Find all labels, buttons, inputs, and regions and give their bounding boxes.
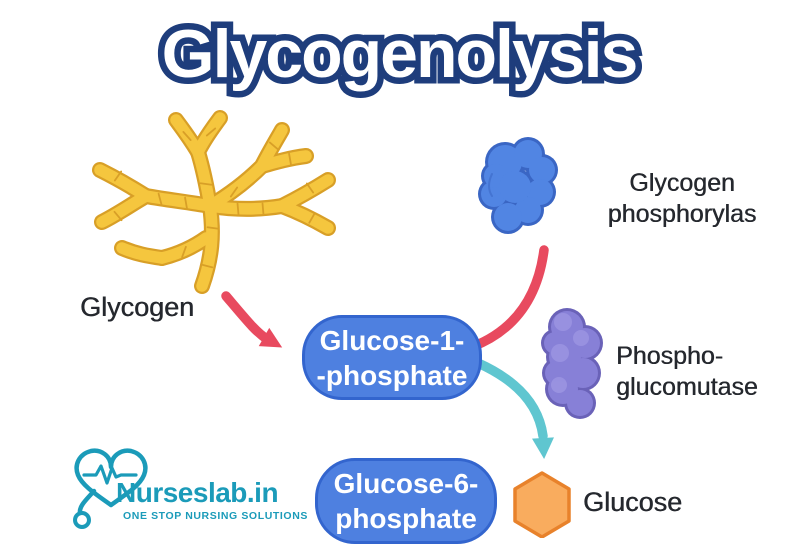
arrow-glycogen-to-g1p-icon bbox=[221, 291, 283, 348]
glycogen-label: Glycogen bbox=[80, 292, 195, 322]
glycogen-phosphorylase-label-line1: Glycogen bbox=[629, 169, 735, 197]
glycogen-phosphorylase-label-line2: phosphorylas bbox=[607, 200, 757, 228]
blue-enzyme-blob-icon bbox=[478, 137, 558, 234]
branched-glycogen-molecule-icon bbox=[92, 110, 336, 294]
glycogen-phosphorylase-label: Glycogen phosphorylas bbox=[566, 168, 798, 230]
phosphoglucomutase-label-line1: Phospho- bbox=[616, 342, 724, 370]
glucose-1-phosphate-node: Glucose-1- -phosphate bbox=[302, 315, 482, 400]
glucose-6-phosphate-node: Glucose-6- phosphate bbox=[315, 458, 497, 544]
glucose-1-phosphate-line2: -phosphate bbox=[316, 359, 468, 391]
page-title: Glycogenolysis bbox=[155, 10, 645, 99]
glucose-6-phosphate-line2: phosphate bbox=[335, 503, 477, 534]
logo-brand-text: Nurseslab.in bbox=[116, 477, 279, 508]
phosphoglucomutase-label: Phospho- glucomutase bbox=[616, 341, 796, 403]
logo-tagline-text: ONE STOP NURSING SOLUTIONS bbox=[123, 510, 308, 522]
arrow-g1p-to-glucose-icon bbox=[473, 358, 554, 459]
glucose-1-phosphate-line1: Glucose-1- bbox=[319, 324, 465, 356]
glucose-6-phosphate-line1: Glucose-6- bbox=[333, 468, 479, 499]
phosphoglucomutase-label-line2: glucomutase bbox=[616, 373, 758, 401]
glucose-label: Glucose bbox=[583, 487, 683, 517]
purple-enzyme-blob-icon bbox=[541, 308, 603, 419]
heart-ekg-stethoscope-icon bbox=[73, 448, 148, 529]
arrow-phosphorylase-to-g1p-icon bbox=[467, 245, 549, 352]
orange-hexagon-icon bbox=[513, 471, 571, 538]
